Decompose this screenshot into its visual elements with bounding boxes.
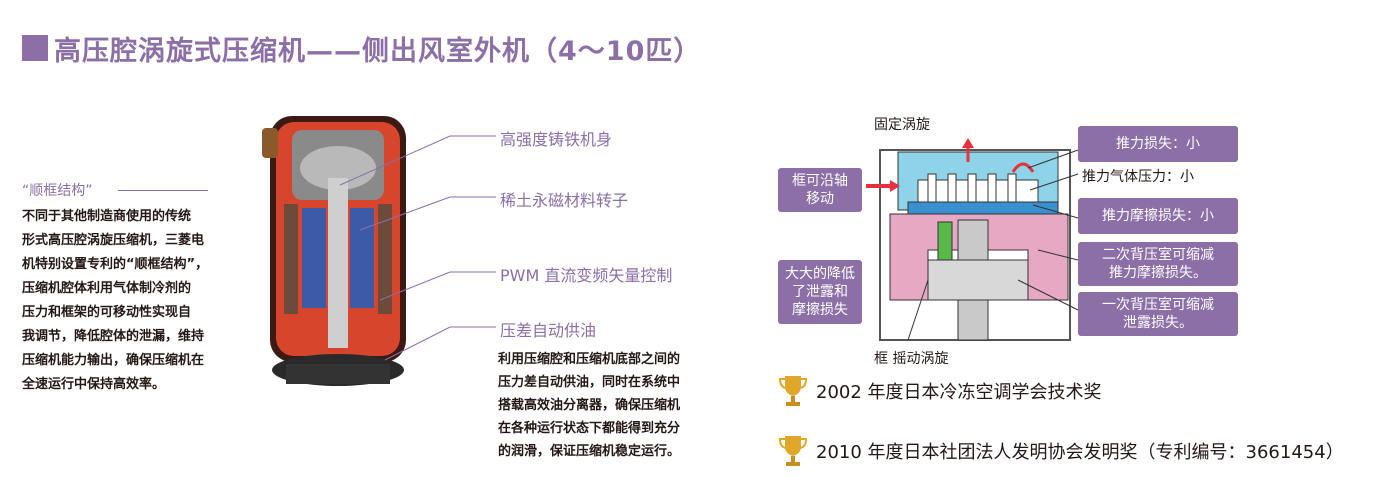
side-line: 机特别设置专利的“顺框结构”， — [22, 257, 209, 272]
compressor-cutaway-image — [262, 116, 406, 386]
award-2002-text: 2002 年度日本冷冻空调学会技术奖 — [816, 382, 1102, 403]
primary-back-pressure-box: 一次背压室可缩减 泄露损失。 — [1078, 292, 1238, 336]
side-line: 不同于其他制造商使用的传统 — [22, 209, 192, 224]
award-2002: 2002 年度日本冷冻空调学会技术奖 — [778, 374, 1102, 408]
callout-magnet-rotor: 稀土永磁材料转子 — [500, 191, 629, 210]
oil-line: 在各种运行状态下都能得到充分 — [498, 421, 681, 436]
thrust-pressure-label: 推力气体压力：小 — [1082, 169, 1194, 185]
award-2010: 2010 年度日本社团法人发明协会发明奖（专利编号：3661454） — [778, 434, 1344, 468]
thrust-friction-loss-box: 推力摩擦损失：小 — [1078, 198, 1238, 234]
side-heading-rule — [118, 190, 208, 191]
side-description: 不同于其他制造商使用的传统 形式高压腔涡旋压缩机，三菱电 机特别设置专利的“顺框… — [22, 205, 254, 397]
fixed-scroll-label: 固定涡旋 — [874, 117, 930, 133]
oil-line: 压力差自动供油，同时在系统中 — [498, 375, 681, 390]
trophy-icon — [778, 436, 808, 466]
oil-line: 搭载高效油分离器，确保压缩机 — [498, 398, 681, 413]
title-square-icon — [22, 35, 48, 61]
award-2010-text: 2010 年度日本社团法人发明协会发明奖（专利编号：3661454） — [816, 442, 1344, 463]
callout-oil-supply: 压差自动供油 — [500, 321, 597, 340]
side-line: 我调节，降低腔体的泄漏，维持 — [22, 329, 205, 344]
frame-axial-move-box: 框可沿轴 移动 — [778, 168, 862, 212]
scroll-cross-section — [866, 138, 1079, 341]
side-heading: “顺框结构” — [22, 183, 93, 199]
side-line: 形式高压腔涡旋压缩机，三菱电 — [22, 233, 205, 248]
oil-line: 的润滑，保证压缩机稳定运行。 — [498, 444, 681, 459]
side-line: 全速运行中保持高效率。 — [22, 377, 166, 392]
thrust-loss-box: 推力损失：小 — [1078, 126, 1238, 162]
callout-pwm-control: PWM 直流变频矢量控制 — [500, 266, 673, 285]
callout-cast-iron-body: 高强度铸铁机身 — [500, 130, 613, 149]
orbiting-scroll-label: 框 摇动涡旋 — [874, 351, 949, 367]
oil-line: 利用压缩腔和压缩机底部之间的 — [498, 352, 681, 367]
trophy-icon — [778, 376, 808, 406]
page-title-text: 高压腔涡旋式压缩机——侧出风室外机（4～10匹） — [54, 35, 702, 67]
side-line: 压力和框架的可移动性实现自 — [22, 305, 192, 320]
side-line: 压缩机能力输出，确保压缩机在 — [22, 353, 205, 368]
leak-friction-reduction-box: 大大的降低 了泄露和 摩擦损失 — [778, 260, 862, 324]
page-title: 高压腔涡旋式压缩机——侧出风室外机（4～10匹） — [22, 28, 701, 68]
side-line: 压缩机腔体利用气体制冷剂的 — [22, 281, 192, 296]
oil-supply-description: 利用压缩腔和压缩机底部之间的 压力差自动供油，同时在系统中 搭载高效油分离器，确… — [498, 348, 728, 463]
secondary-back-pressure-box: 二次背压室可缩减 推力摩擦损失。 — [1078, 242, 1238, 286]
scroll-structure-diagram: 固定涡旋 框 摇动涡旋 推力气体压力：小 框可沿轴 移动 大大的降低 了泄露和 … — [778, 110, 1248, 370]
